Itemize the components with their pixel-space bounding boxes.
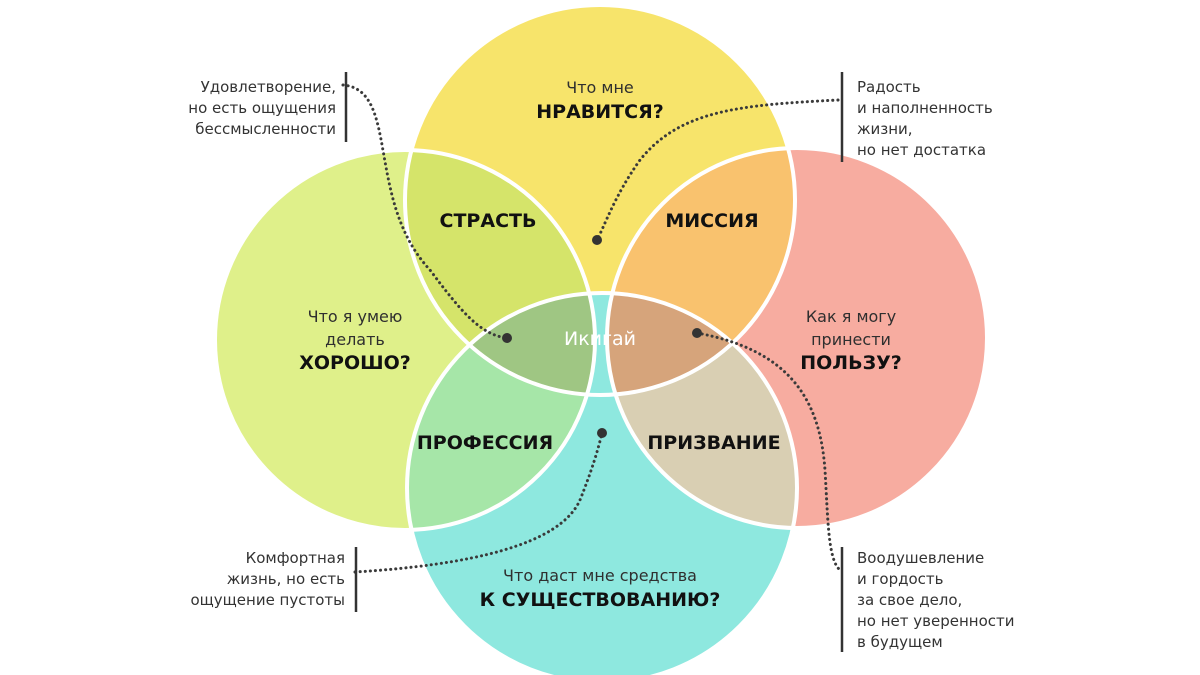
annotation-top-left: Удовлетворение, но есть ощущения бессмыс… — [188, 78, 336, 138]
annotation-line: но нет уверенности — [857, 612, 1015, 630]
annotation-line: Воодушевление — [857, 549, 984, 567]
annotation-brackets — [344, 72, 844, 652]
region-profession — [407, 293, 595, 530]
top-circle-line2: НРАВИТСЯ? — [536, 101, 663, 123]
annotation-line: бессмысленности — [195, 120, 336, 138]
right-circle-line3: ПОЛЬЗУ? — [800, 352, 902, 374]
connector-bottom-left — [353, 431, 604, 574]
annotation-line: жизнь, но есть — [227, 570, 345, 588]
annotation-top-right: Радость и наполненность жизни, но нет до… — [857, 78, 993, 159]
connector-lines — [341, 83, 842, 574]
annotation-bottom-left: Комфортная жизнь, но есть ощущение пусто… — [190, 549, 345, 609]
bottom-circle-line1: Что даст мне средства — [503, 566, 697, 585]
connector-dot-top-right — [592, 235, 602, 245]
ikigai-label: Икигай — [564, 328, 636, 350]
connector-top-right — [595, 98, 840, 242]
region-mission — [607, 148, 795, 395]
right-circle-line1: Как я могу — [806, 307, 896, 326]
left-circle-line1: Что я умею — [308, 307, 403, 326]
connector-dot-bottom-left — [597, 428, 607, 438]
annotation-line: Радость — [857, 78, 921, 96]
annotation-line: ощущение пустоты — [190, 591, 345, 609]
annotation-bottom-right: Воодушевление и гордость за свое дело, н… — [857, 549, 1015, 651]
region-vocation — [607, 293, 797, 528]
connector-dot-top-left — [502, 333, 512, 343]
left-circle-line2: делать — [325, 330, 385, 349]
right-circle-line2: принести — [811, 330, 891, 349]
profession-label: ПРОФЕССИЯ — [417, 432, 553, 454]
annotation-line: Комфортная — [246, 549, 345, 567]
region-passion — [405, 150, 595, 395]
annotation-line: в будущем — [857, 633, 943, 651]
left-circle-line3: ХОРОШО? — [299, 352, 411, 374]
mission-label: МИССИЯ — [665, 210, 758, 232]
annotation-line: за свое дело, — [857, 591, 962, 609]
circle-outlines — [213, 3, 989, 675]
annotation-line: и гордость — [857, 570, 943, 588]
annotation-line: Удовлетворение, — [201, 78, 336, 96]
top-circle-line1: Что мне — [566, 78, 634, 97]
connector-top-left — [341, 83, 509, 340]
annotation-line: жизни, — [857, 120, 913, 138]
vocation-label: ПРИЗВАНИЕ — [647, 432, 780, 454]
connector-dot-bottom-right — [692, 328, 702, 338]
annotation-line: но есть ощущения — [188, 99, 336, 117]
bottom-circle-line2: К СУЩЕСТВОВАНИЮ? — [480, 589, 721, 611]
passion-label: СТРАСТЬ — [440, 210, 537, 232]
annotation-line: и наполненность — [857, 99, 993, 117]
connector-bottom-right — [695, 331, 842, 572]
annotation-line: но нет достатка — [857, 141, 986, 159]
